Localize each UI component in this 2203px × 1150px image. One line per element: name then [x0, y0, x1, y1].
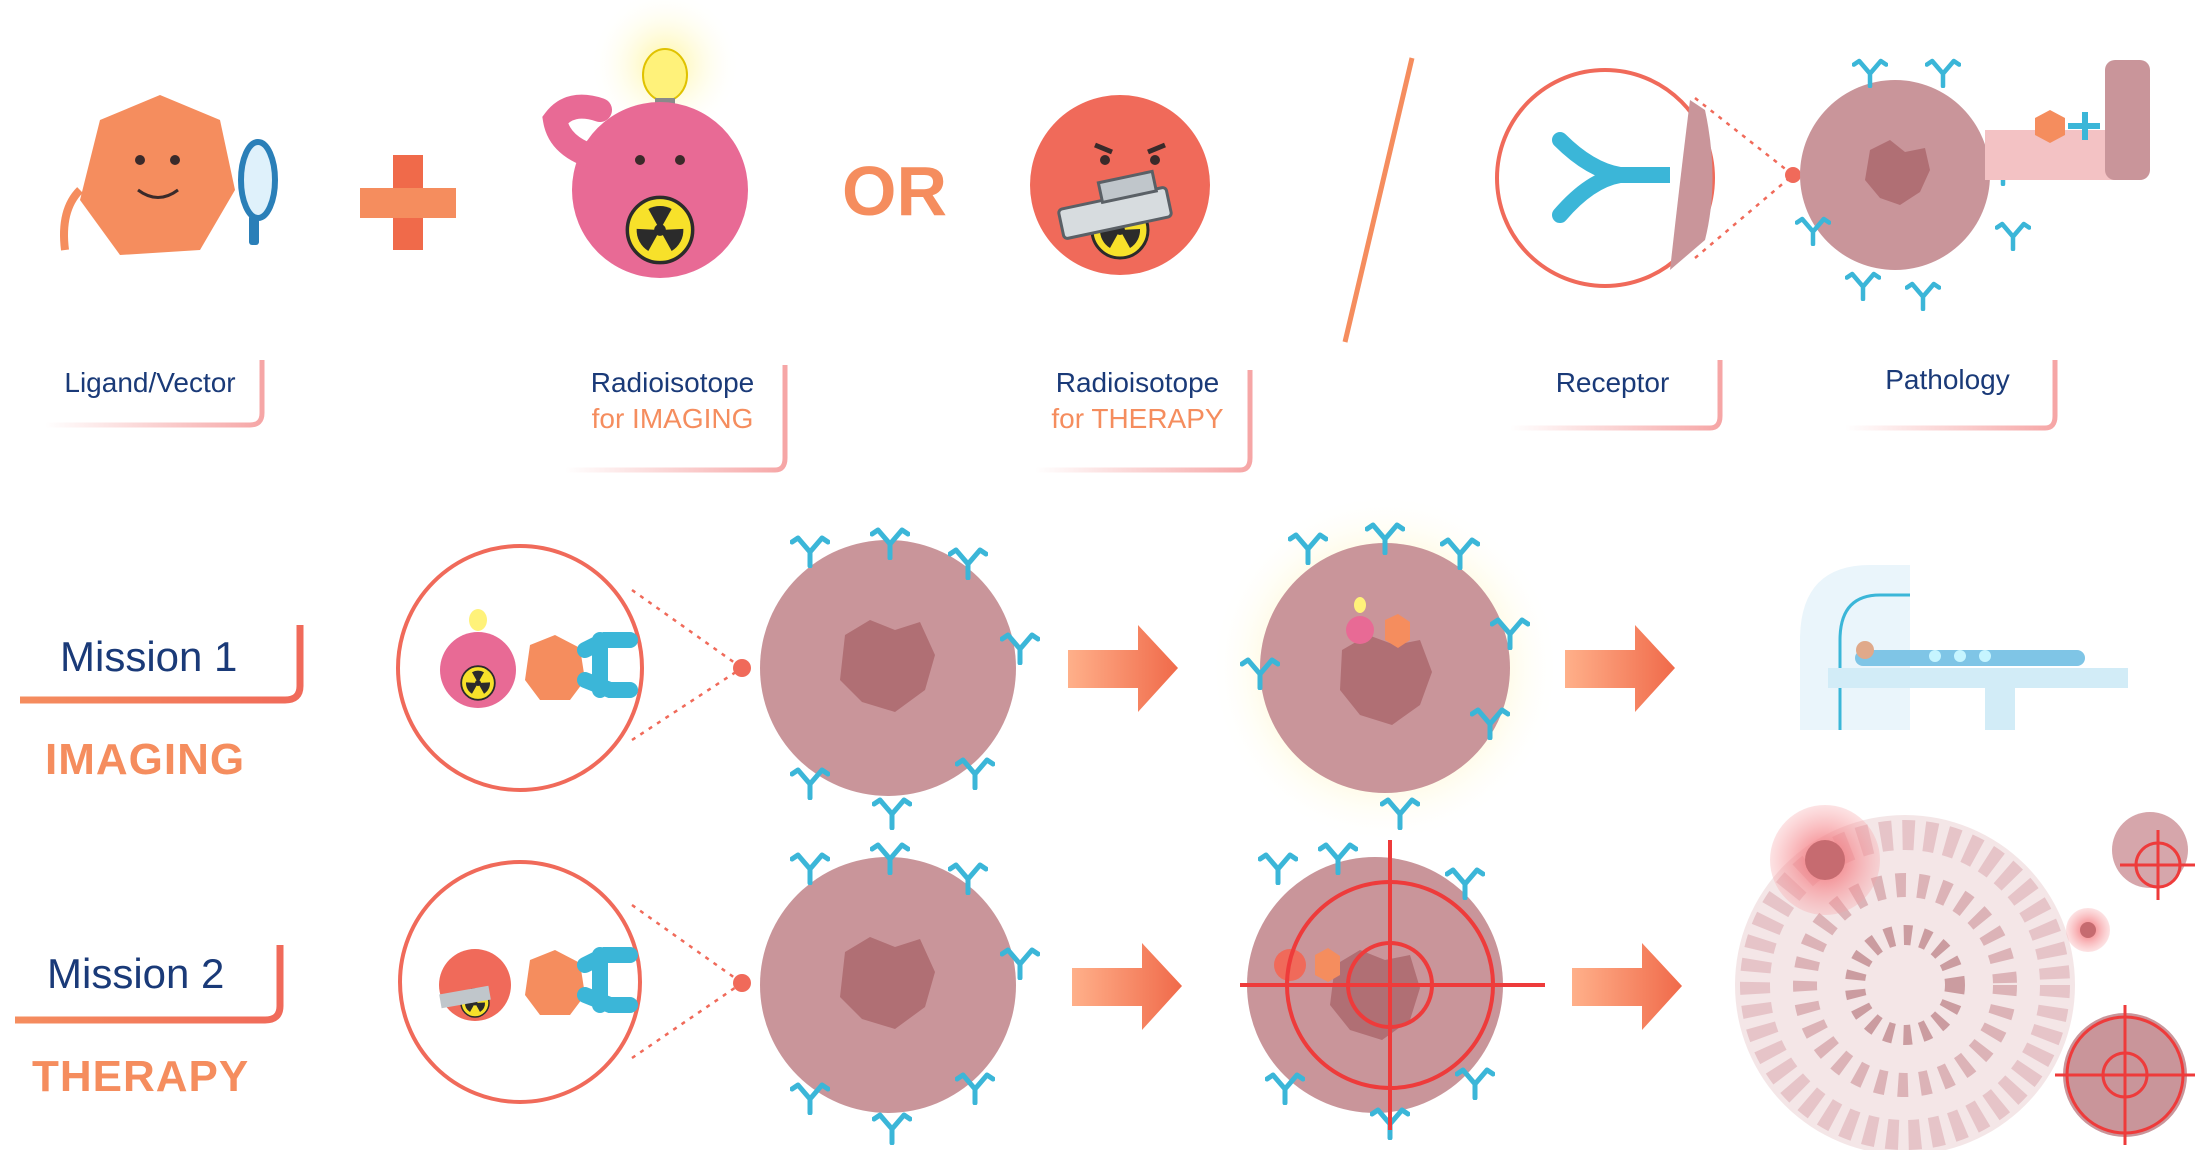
mission1-title: Mission 1	[60, 633, 238, 680]
label-receptor-text: Receptor	[1555, 367, 1670, 398]
label-radioisotope-imaging-sub: for IMAGING	[591, 403, 754, 434]
label-receptor: Receptor	[1510, 365, 1715, 401]
arrow-right-icon	[1572, 943, 1682, 1030]
arrow-right-icon	[1072, 943, 1182, 1030]
mission1-cell-glowing	[1210, 493, 1560, 843]
section-divider	[1342, 57, 1415, 343]
arrow-right-icon	[1565, 625, 1675, 712]
crosshair-icon	[1240, 840, 1545, 1130]
mission2-zoom-circle	[398, 860, 642, 1104]
gun-icon	[1057, 169, 1173, 240]
label-pathology: Pathology	[1845, 362, 2050, 398]
mri-scanner-icon	[1800, 565, 2128, 730]
mission1-underline	[20, 625, 304, 704]
mission2-subtitle: THERAPY	[32, 1052, 250, 1101]
label-pathology-text: Pathology	[1885, 364, 2010, 395]
small-targeted-cell-bottom	[2055, 1005, 2195, 1145]
plus-icon	[360, 155, 456, 250]
mission2-cell-a	[760, 845, 1038, 1143]
pathology-cell	[1797, 61, 2029, 309]
label-ligand: Ligand/Vector	[40, 365, 260, 401]
label-radioisotope-imaging: Radioisotope for IMAGING	[565, 365, 780, 437]
pathology-zoom-inset	[1985, 60, 2150, 180]
receptor-zoom-lines	[1694, 97, 1801, 259]
label-radioisotope-therapy-sub: for THERAPY	[1051, 403, 1224, 434]
radioisotope-therapy-character	[1030, 95, 1210, 275]
mission2-zoom-lines	[631, 903, 751, 1060]
label-radioisotope-therapy-title: Radioisotope	[1055, 367, 1220, 398]
or-connector: OR	[842, 152, 947, 230]
mission1-zoom-circle	[396, 544, 644, 792]
mission1-zoom-lines	[631, 588, 751, 742]
arrow-right-icon	[1068, 625, 1178, 712]
mission1-cell-a	[760, 530, 1038, 828]
top-label-underlines	[45, 360, 2058, 473]
radioisotope-imaging-character	[542, 0, 748, 278]
label-radioisotope-therapy: Radioisotope for THERAPY	[1030, 365, 1245, 437]
label-radioisotope-imaging-title: Radioisotope	[590, 367, 755, 398]
mission2-title: Mission 2	[47, 950, 225, 997]
mission1-subtitle: IMAGING	[45, 735, 246, 784]
destroyed-cell	[1735, 805, 2110, 1150]
small-targeted-cell-top	[2112, 812, 2195, 900]
ligand-character	[60, 95, 235, 255]
magnifier-icon	[238, 139, 278, 245]
receptor-zoom-circle	[1495, 68, 1715, 288]
label-ligand-text: Ligand/Vector	[64, 367, 236, 398]
mission2-underline	[15, 945, 284, 1024]
